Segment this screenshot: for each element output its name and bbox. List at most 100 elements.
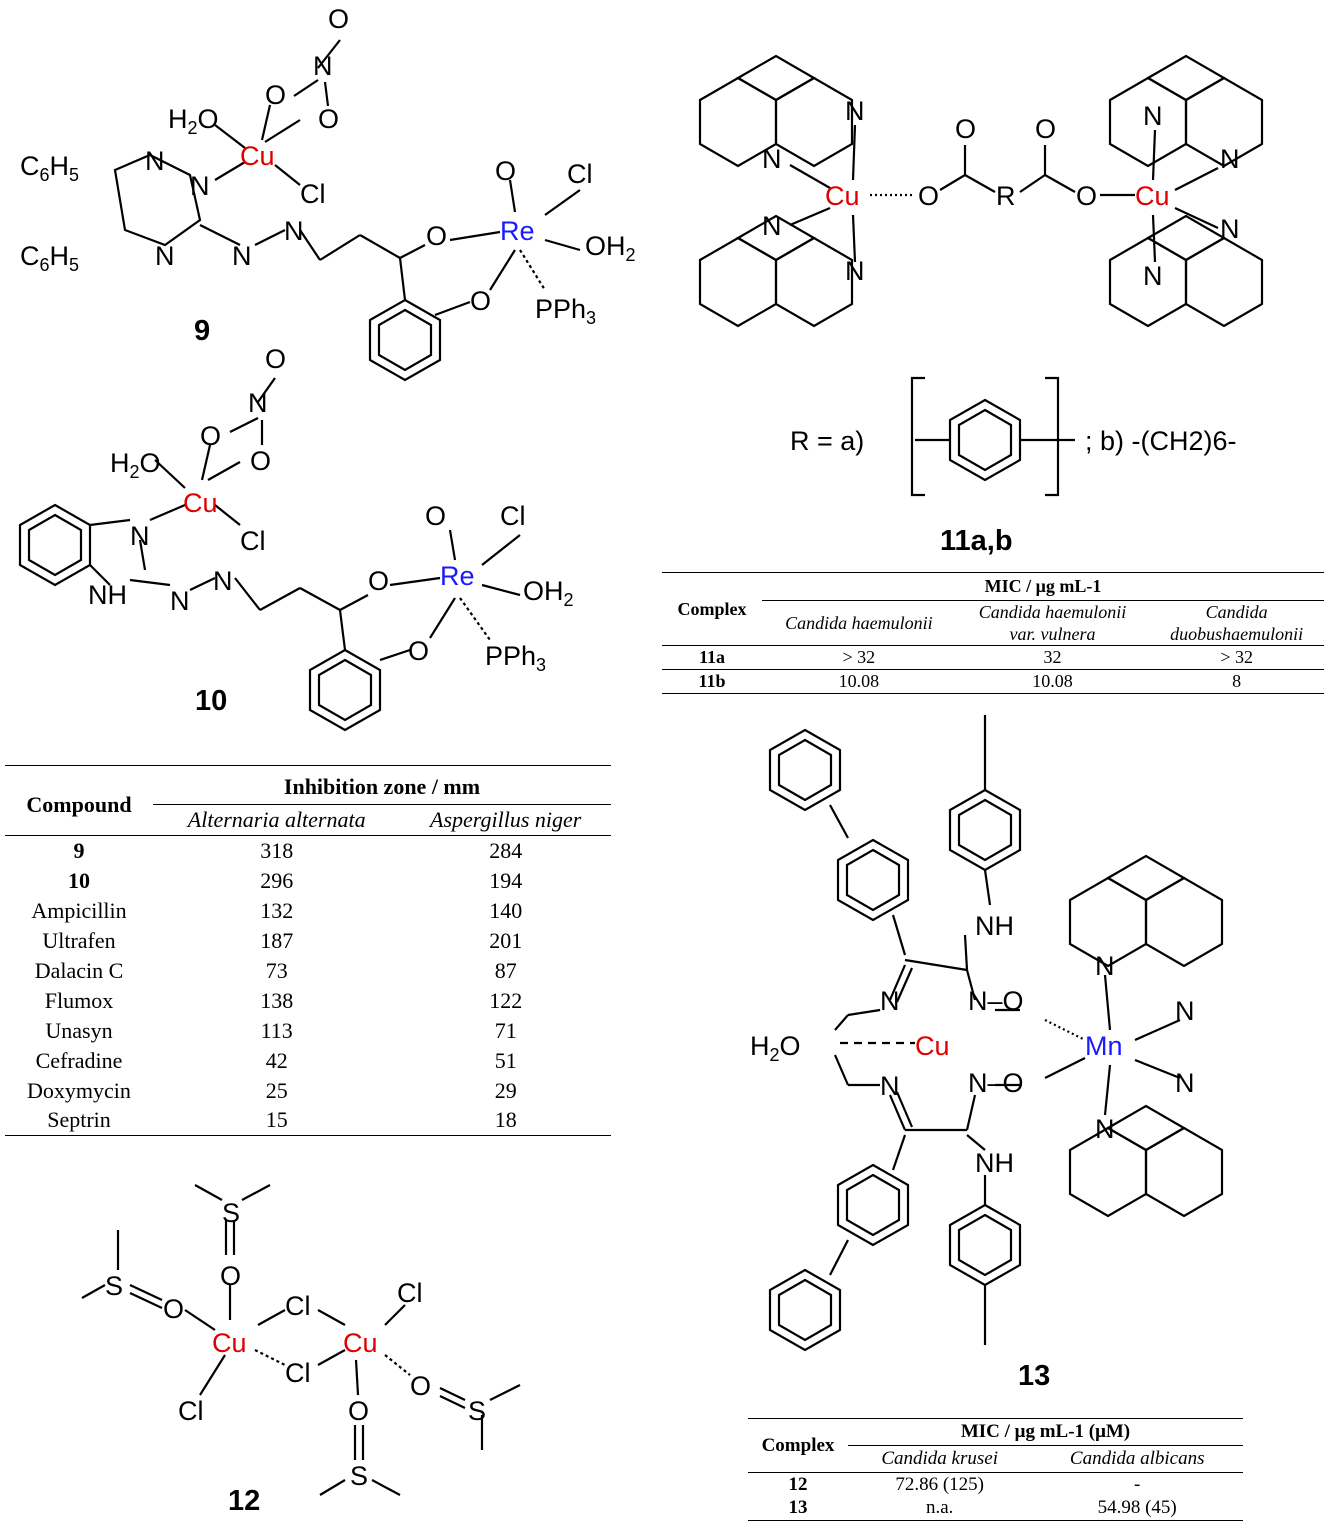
atom-o: O bbox=[328, 4, 349, 34]
row-name: Cefradine bbox=[35, 1047, 123, 1073]
atom-n: N bbox=[1175, 996, 1195, 1026]
atom-cl: Cl bbox=[397, 1278, 423, 1308]
cell-value: 72.86 (125) bbox=[895, 1473, 985, 1495]
cell-value: 284 bbox=[489, 837, 523, 863]
cell-value: 296 bbox=[260, 867, 294, 893]
mic-table-11: Complex MIC / μg mL-1 Candida haemulonii… bbox=[662, 572, 1324, 694]
inhibition-zone-table: Compound Inhibition zone / mm Alternaria… bbox=[5, 765, 611, 1136]
atom-cu: Cu bbox=[343, 1328, 378, 1358]
atom-no: N–O bbox=[968, 1068, 1024, 1098]
cell-value: - bbox=[1134, 1473, 1141, 1495]
atom-cl: Cl bbox=[285, 1291, 311, 1321]
r-definition-b: ; b) -(CH2)6- bbox=[1085, 426, 1237, 456]
cell-value: 10.08 bbox=[1032, 671, 1073, 691]
cell-value: 25 bbox=[265, 1077, 288, 1103]
row-name: Doxymycin bbox=[27, 1077, 131, 1103]
atom-cu: Cu bbox=[212, 1328, 247, 1358]
header-mic: MIC / μg mL-1 (μM) bbox=[848, 1418, 1243, 1446]
atom-no: N–O bbox=[968, 986, 1024, 1016]
row-name: Flumox bbox=[44, 987, 114, 1013]
atom-n: N bbox=[1220, 144, 1240, 174]
cell-value: 51 bbox=[494, 1047, 517, 1073]
atom-o: O bbox=[426, 221, 447, 251]
atom-o: O bbox=[200, 421, 221, 451]
atom-o: O bbox=[1076, 181, 1097, 211]
r-definition-a: R = a) bbox=[790, 426, 864, 456]
cell-value: n.a. bbox=[925, 1497, 954, 1519]
atom-o: O bbox=[265, 344, 286, 374]
atom-cl: Cl bbox=[178, 1396, 204, 1426]
atom-h2o: H2O bbox=[110, 448, 161, 482]
atom-n: N bbox=[1175, 1068, 1195, 1098]
atom-s: S bbox=[468, 1396, 486, 1426]
atom-nh: NH bbox=[975, 1148, 1014, 1178]
row-name: Ultrafen bbox=[42, 927, 116, 953]
cell-value: 140 bbox=[489, 897, 523, 923]
compound-label-11: 11a,b bbox=[940, 525, 1013, 557]
mic-table-12-13: Complex MIC / μg mL-1 (μM) Candida kruse… bbox=[748, 1418, 1243, 1521]
cell-value: > 32 bbox=[1220, 647, 1253, 667]
header-mic: MIC / μg mL-1 bbox=[762, 572, 1324, 601]
atom-cl: Cl bbox=[300, 179, 326, 209]
atom-n: N bbox=[213, 566, 233, 596]
cell-value: 15 bbox=[265, 1107, 288, 1133]
cell-value: 32 bbox=[1043, 647, 1062, 667]
atom-o: O bbox=[250, 446, 271, 476]
row-name: 9 bbox=[73, 837, 85, 863]
atom-oh2: OH2 bbox=[523, 576, 574, 610]
row-name: Dalacin C bbox=[34, 957, 124, 983]
atom-r: R bbox=[996, 181, 1016, 211]
atom-c6h5: C6H5 bbox=[20, 151, 79, 185]
row-name: Ampicillin bbox=[31, 897, 127, 923]
structure-9 bbox=[113, 39, 581, 382]
atom-n: N bbox=[1143, 261, 1163, 291]
atom-o: O bbox=[265, 80, 286, 110]
atom-cl: Cl bbox=[240, 526, 266, 556]
compound-label-10: 10 bbox=[195, 685, 227, 717]
atom-o: O bbox=[163, 1294, 184, 1324]
atom-o: O bbox=[220, 1261, 241, 1291]
atom-h2o: H2O bbox=[168, 104, 219, 138]
cell-value: 187 bbox=[260, 927, 294, 953]
atom-n: N bbox=[845, 256, 865, 286]
cell-value: 87 bbox=[494, 957, 517, 983]
structure-10 bbox=[18, 377, 521, 732]
atom-cl: Cl bbox=[567, 159, 593, 189]
atom-o: O bbox=[470, 286, 491, 316]
atom-n: N bbox=[313, 51, 333, 81]
atom-o: O bbox=[425, 501, 446, 531]
cell-value: 29 bbox=[494, 1077, 517, 1103]
atom-cu: Cu bbox=[240, 141, 275, 171]
cell-value: 71 bbox=[494, 1017, 517, 1043]
atom-o: O bbox=[1035, 114, 1056, 144]
atom-n: N bbox=[880, 986, 900, 1016]
cell-value: 8 bbox=[1232, 671, 1242, 691]
atom-h2o: H2O bbox=[750, 1031, 801, 1065]
atom-re: Re bbox=[500, 216, 535, 246]
atom-n: N bbox=[1143, 101, 1163, 131]
header-alternaria: Alternaria alternata bbox=[187, 807, 366, 832]
header-inhibition-zone: Inhibition zone / mm bbox=[153, 765, 611, 805]
atom-n: N bbox=[1220, 214, 1240, 244]
row-name: Unasyn bbox=[45, 1017, 113, 1043]
structure-11 bbox=[698, 54, 1264, 497]
atom-o: O bbox=[318, 104, 339, 134]
header-compound: Compound bbox=[26, 791, 132, 817]
atom-o: O bbox=[410, 1371, 431, 1401]
atom-n: N bbox=[762, 211, 782, 241]
atom-nh: NH bbox=[975, 911, 1014, 941]
header-c-albicans: Candida albicans bbox=[1069, 1448, 1205, 1469]
header-c-krusei: Candida krusei bbox=[881, 1448, 998, 1469]
atom-n: N bbox=[762, 144, 782, 174]
cell-value: 132 bbox=[260, 897, 294, 923]
atom-o: O bbox=[368, 566, 389, 596]
atom-n: N bbox=[1095, 951, 1115, 981]
atom-n: N bbox=[145, 146, 165, 176]
atom-n: N bbox=[170, 586, 190, 616]
cell-value: 201 bbox=[489, 927, 523, 953]
atom-mn: Mn bbox=[1085, 1031, 1123, 1061]
atom-c6h5: C6H5 bbox=[20, 241, 79, 275]
cell-value: > 32 bbox=[842, 647, 876, 667]
cell-value: 18 bbox=[494, 1107, 517, 1133]
